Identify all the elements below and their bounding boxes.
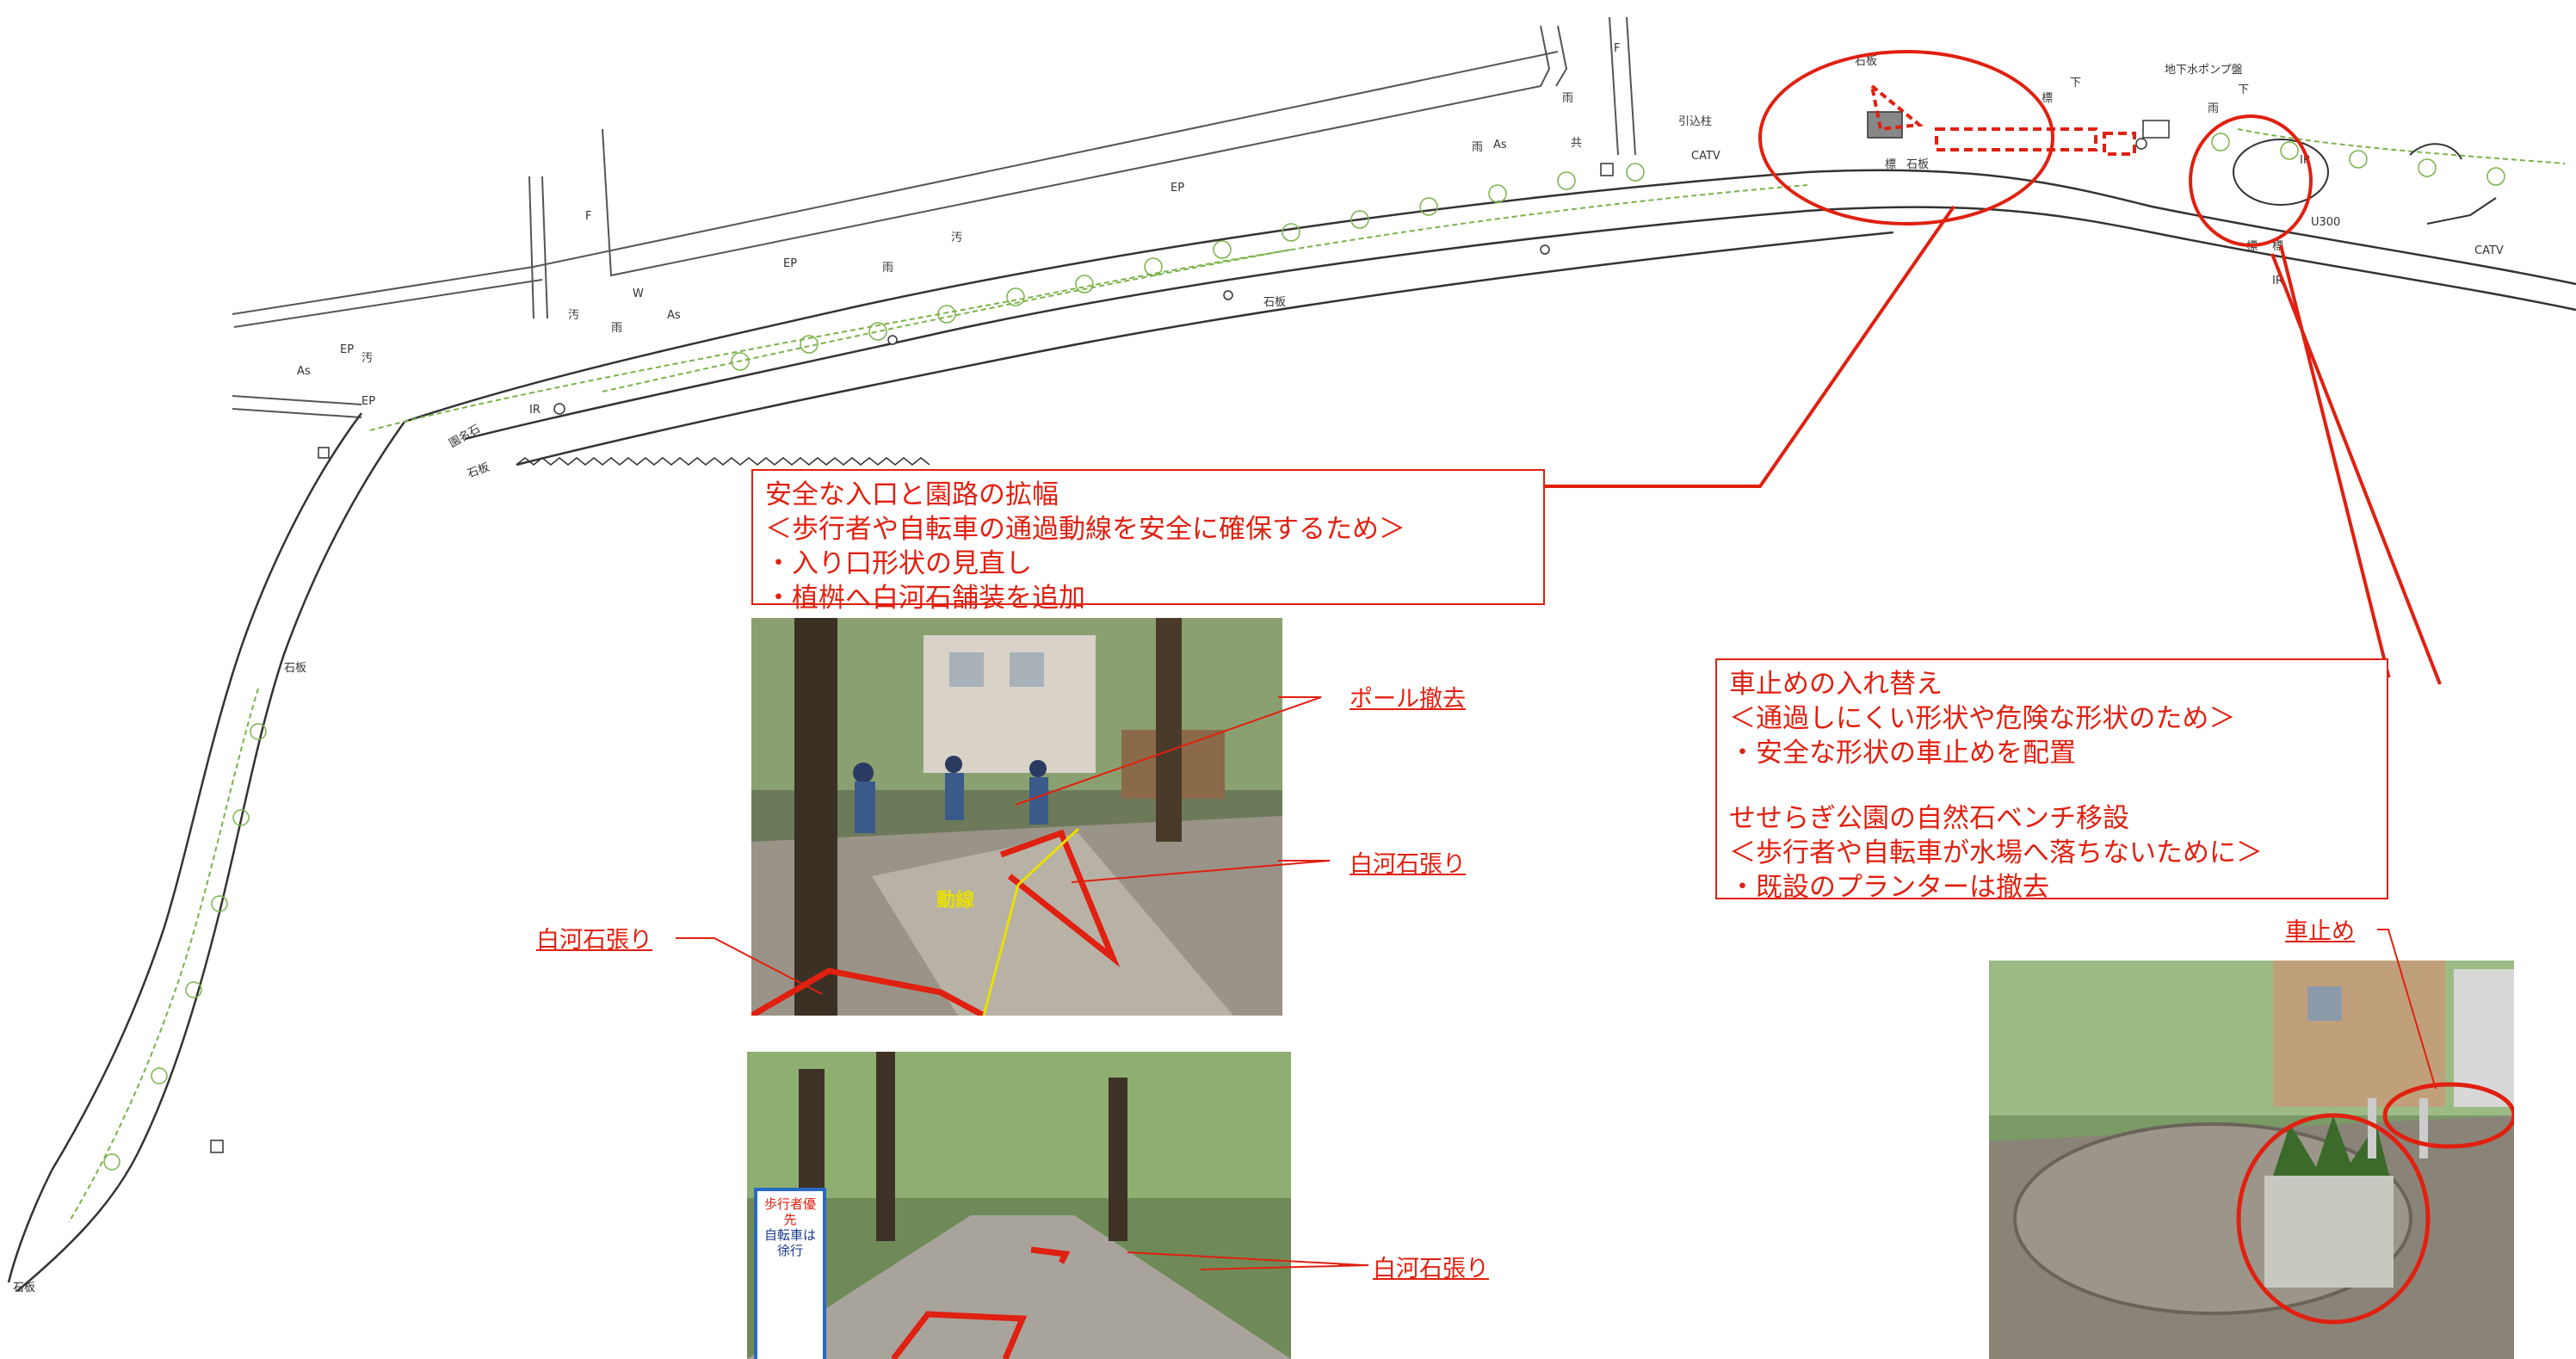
plan-label-pump: 地下水ポンプ盤 — [2165, 64, 2243, 77]
plan-label-ame-3: 雨 — [882, 262, 893, 275]
label-car-stop: 車止め — [2285, 918, 2355, 945]
planting-strips — [68, 128, 2566, 1223]
plan-label-shita-1: 下 — [2070, 77, 2081, 90]
callout-entrance-title: 安全な入口と園路の拡幅 — [765, 479, 1059, 510]
plan-label-catv-1: CATV — [1691, 150, 1720, 163]
callout-bollard-title: 車止めの入れ替え — [1729, 669, 1943, 700]
photo-plaza — [1989, 961, 2514, 1359]
label-shirakawa-3: 白河石張り — [1373, 1256, 1489, 1282]
plan-label-ame-4: 雨 — [611, 322, 622, 335]
plan-label-f-2: F — [585, 210, 591, 223]
callout-bollard-title-2: せせらぎ公園の自然石ベンチ移設 — [1729, 803, 2129, 834]
plan-label-ir-1: IR — [529, 404, 541, 417]
plan-label-kyo: 共 — [1571, 137, 1582, 150]
plan-label-ishiita: 石板 — [1855, 55, 1877, 68]
sign-line-1: 歩行者優先 — [763, 1196, 816, 1227]
plan-label-shita-2: 下 — [2238, 83, 2249, 96]
plan-label-sekiban-4: 石板 — [284, 662, 306, 675]
plan-label-ep-2: EP — [783, 257, 797, 270]
plan-label-sekiban-5: 石板 — [1906, 158, 1929, 171]
curb-edge — [516, 457, 930, 466]
promenade-edges — [7, 169, 2576, 1292]
plan-label-as-1: As — [1493, 139, 1507, 151]
sign-line-2: 自転車は — [763, 1227, 816, 1243]
callout-bollard-reason-2: ＜歩行者や自転車が水場へ落ちないために＞ — [1729, 837, 2263, 868]
tree-symbols — [103, 133, 2505, 1171]
callout-entrance: 安全な入口と園路の拡幅 ＜歩行者や自転車の通過動線を安全に確保するため＞ ・入り… — [751, 469, 1545, 614]
photo-path: 歩行者優先 自転車は 徐行 — [747, 1052, 1291, 1359]
red-annotations — [1545, 50, 2442, 685]
label-pole-removal: ポール撤去 — [1350, 686, 1466, 713]
callout-bollard-item-2: ・既設のプランターは撤去 — [1729, 872, 2049, 903]
callout-entrance-item-2: ・植桝へ白河石舗装を追加 — [765, 583, 1085, 614]
plan-label-w: W — [633, 287, 644, 300]
plan-label-shirube-1: 標 — [2042, 92, 2053, 105]
plan-label-ame-5: 雨 — [2208, 102, 2219, 115]
plan-label-hikikomi: 引込柱 — [1678, 115, 1712, 128]
callout-entrance-item-1: ・入り口形状の見直し — [765, 548, 1032, 579]
plan-symbols — [210, 111, 2170, 1153]
callout-bollard-reason: ＜通過しにくい形状や危険な形状のため＞ — [1729, 703, 2236, 734]
plan-label-osu-3: 汚 — [361, 352, 373, 365]
bicycle-sign: 歩行者優先 自転車は 徐行 — [759, 1196, 821, 1258]
road-outlines — [232, 16, 1636, 418]
plan-label-sekiban-2: 石板 — [1263, 296, 1286, 309]
plan-label-osu-2: 汚 — [568, 309, 579, 322]
plan-label-ame-2: 雨 — [1472, 141, 1483, 154]
plan-label-catv-2: CATV — [2474, 244, 2504, 257]
photo-entrance: 動線 — [751, 618, 1282, 1016]
plan-label-ame-1: 雨 — [1562, 92, 1573, 105]
label-shirakawa-2: 白河石張り — [536, 927, 652, 954]
plan-label-as-2: As — [667, 309, 681, 322]
plan-label-f-1: F — [1614, 42, 1620, 55]
callout-bollard-item-1: ・安全な形状の車止めを配置 — [1729, 738, 2076, 769]
sign-line-3: 徐行 — [776, 1243, 803, 1258]
plan-label-u300: U300 — [2311, 216, 2340, 229]
plan-label-sekiban-6: 石板 — [13, 1282, 35, 1294]
callout-bollard: 車止めの入れ替え ＜通過しにくい形状や危険な形状のため＞ ・安全な形状の車止めを… — [1715, 658, 2388, 903]
plan-label-ep-4: EP — [361, 395, 375, 408]
label-shirakawa-1: 白河石張り — [1350, 851, 1466, 878]
plan-label-ep-3: EP — [340, 343, 354, 356]
callout-entrance-reason: ＜歩行者や自転車の通過動線を安全に確保するため＞ — [765, 514, 1405, 545]
plan-label-shirube-2: 標 — [1885, 158, 1896, 171]
right-plaza — [2233, 139, 2497, 225]
plan-label-as-3: As — [297, 365, 311, 378]
plan-label-osu-1: 汚 — [951, 232, 962, 244]
plan-label-ep-1: EP — [1171, 182, 1184, 195]
motion-label: 動線 — [936, 890, 975, 911]
